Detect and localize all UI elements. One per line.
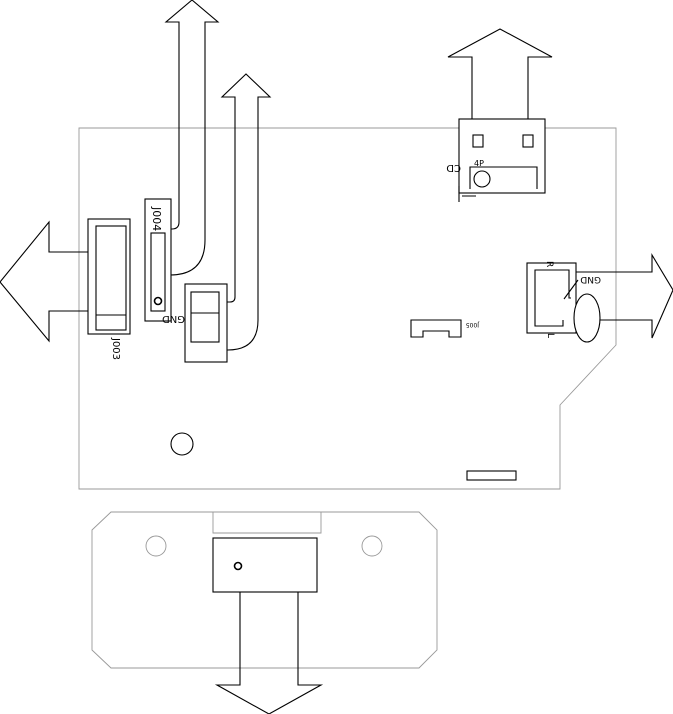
label-j004: J004	[150, 206, 163, 231]
label-j005: J005	[466, 321, 480, 328]
label-gnd-left: GND	[162, 313, 185, 324]
label-gnd-right: GND	[580, 274, 601, 284]
mount-hole-main	[171, 433, 193, 455]
arrow-up-icon	[222, 74, 270, 350]
mount-hole-bottom-left	[146, 536, 166, 556]
bottom-board-tab	[213, 512, 321, 533]
connector-j005	[411, 320, 461, 337]
arrow-up-icon	[165, 0, 218, 275]
bottom-connector	[213, 538, 317, 592]
ferrite-bead	[574, 294, 600, 342]
label-cd: CD	[446, 162, 461, 173]
label-r: R	[544, 261, 554, 267]
arrow-left-icon	[0, 222, 88, 341]
label-j003: J003	[110, 337, 121, 360]
arrow-down-icon	[217, 592, 321, 714]
mount-hole-bottom-right	[362, 536, 382, 556]
arrow-up-icon	[448, 29, 552, 119]
connector-cd	[459, 119, 545, 193]
label-l: L	[545, 333, 555, 338]
label-4p: 4P	[474, 159, 484, 168]
connector-j003	[88, 219, 130, 334]
board-slot	[467, 471, 516, 480]
